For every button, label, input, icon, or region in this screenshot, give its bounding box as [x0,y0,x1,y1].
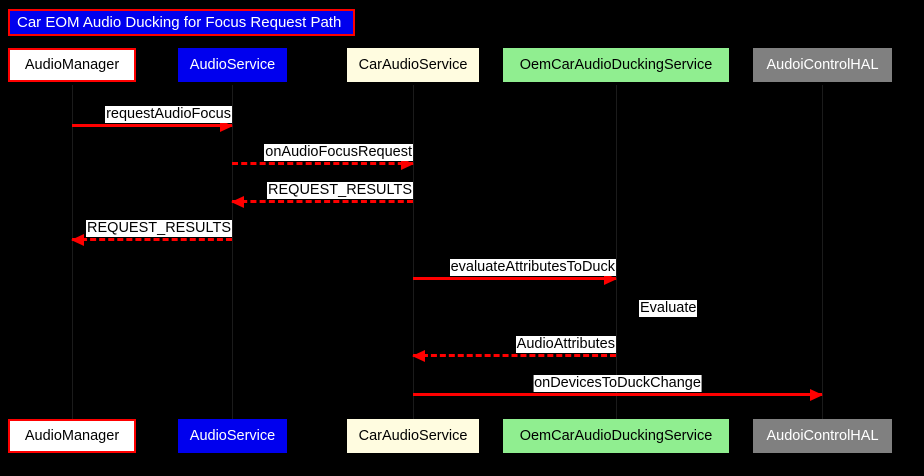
message-requestaudiofocus[interactable]: requestAudioFocus [72,98,233,132]
message-onaudiofocusrequest[interactable]: onAudioFocusRequest [232,136,414,170]
message-label: requestAudioFocus [105,106,232,123]
arrow-head-right-icon [604,273,617,285]
participant-label: AudoiControlHAL [766,57,879,73]
participant-label: AudoiControlHAL [766,428,879,444]
participant-audiomanager-top[interactable]: AudioManager [8,48,136,82]
page-title: Car EOM Audio Ducking for Focus Request … [17,14,342,31]
participant-audoicontrolhal-bottom[interactable]: AudoiControlHAL [753,419,892,453]
message-request-results[interactable]: REQUEST_RESULTS [71,212,232,246]
lifeline-oemcaraudioduckingservice [616,85,617,419]
participant-label: OemCarAudioDuckingService [519,57,713,73]
lifeline-audioservice [232,85,233,419]
message-line [413,393,822,396]
message-line [413,354,616,357]
message-line [232,200,413,203]
message-line [413,277,616,280]
lifeline-caraudioservice [413,85,414,419]
participant-label: AudioManager [24,57,120,73]
lifeline-audiomanager [72,85,73,419]
arrow-head-left-icon [231,196,244,208]
arrow-head-left-icon [71,234,84,246]
message-ondevicestoduckchange[interactable]: onDevicesToDuckChange [413,367,823,401]
message-label: REQUEST_RESULTS [86,220,232,237]
participant-oemcaraudioduckingservice-top[interactable]: OemCarAudioDuckingService [503,48,729,82]
diagram-title-banner: Car EOM Audio Ducking for Focus Request … [8,9,355,36]
message-label: REQUEST_RESULTS [267,182,413,199]
arrow-head-right-icon [810,389,823,401]
participant-audiomanager-bottom[interactable]: AudioManager [8,419,136,453]
note-evaluate: Evaluate [639,300,698,317]
participant-label: CarAudioService [358,428,468,444]
participant-caraudioservice-top[interactable]: CarAudioService [347,48,479,82]
message-audioattributes[interactable]: AudioAttributes [412,328,616,362]
participant-audioservice-bottom[interactable]: AudioService [178,419,287,453]
participant-label: AudioManager [24,428,120,444]
arrow-head-left-icon [412,350,425,362]
arrow-head-right-icon [220,120,233,132]
message-evaluateattributestoduck[interactable]: evaluateAttributesToDuck [413,251,617,285]
message-line [232,162,413,165]
message-label: onDevicesToDuckChange [533,375,702,392]
message-label: onAudioFocusRequest [264,144,413,161]
participant-oemcaraudioduckingservice-bottom[interactable]: OemCarAudioDuckingService [503,419,729,453]
message-line [72,124,232,127]
message-line [72,238,232,241]
participant-caraudioservice-bottom[interactable]: CarAudioService [347,419,479,453]
participant-label: AudioService [189,57,276,73]
message-request-results[interactable]: REQUEST_RESULTS [231,174,413,208]
participant-audioservice-top[interactable]: AudioService [178,48,287,82]
participant-label: OemCarAudioDuckingService [519,428,713,444]
message-label: AudioAttributes [515,336,616,353]
participant-audoicontrolhal-top[interactable]: AudoiControlHAL [753,48,892,82]
participant-label: AudioService [189,428,276,444]
lifeline-audoicontrolhal [822,85,823,419]
arrow-head-right-icon [401,158,414,170]
participant-label: CarAudioService [358,57,468,73]
message-label: evaluateAttributesToDuck [449,259,616,276]
